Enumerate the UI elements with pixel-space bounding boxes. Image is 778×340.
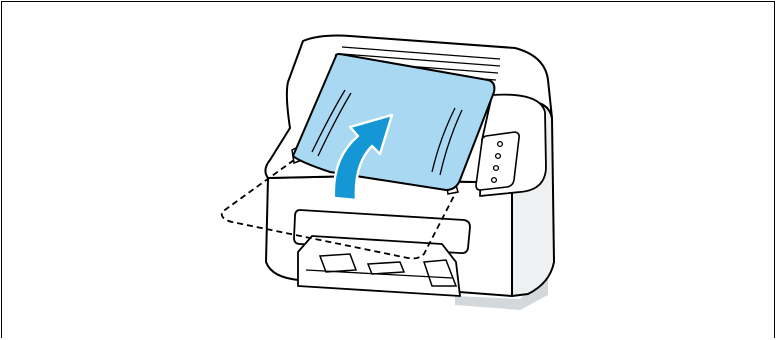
control-panel (476, 132, 519, 190)
paper-tray-guide-center (368, 262, 404, 274)
paper-tray-guide-left (320, 254, 356, 272)
